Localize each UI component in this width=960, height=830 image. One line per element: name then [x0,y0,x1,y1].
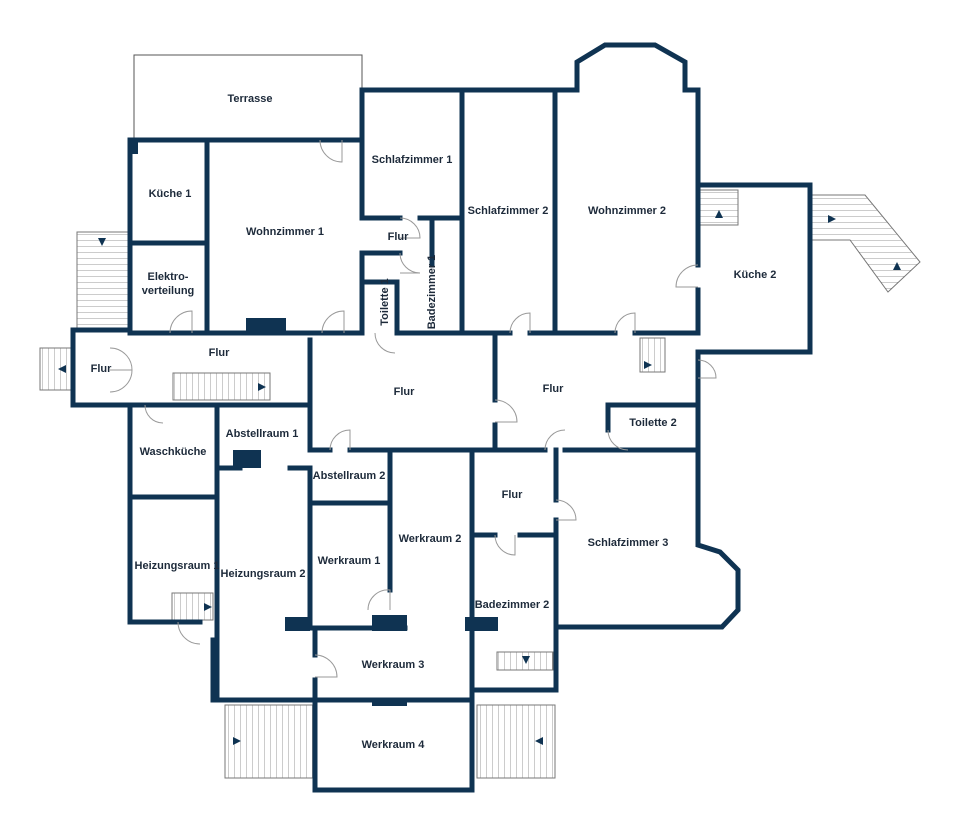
label-flur-top: Flur [388,231,409,243]
label-elektroverteilung-1: Elektro- [148,271,189,283]
label-flur-center: Flur [394,386,415,398]
label-badezimmer-1: Badezimmer 1 [426,255,438,330]
label-werkraum-2: Werkraum 2 [399,533,462,545]
label-heizungsraum-2: Heizungsraum 2 [221,568,306,580]
label-schlafzimmer-1: Schlafzimmer 1 [372,154,453,166]
label-flur-entry: Flur [91,363,112,375]
label-toilette-1: Toilette 1 [379,278,391,325]
label-wohnzimmer-1: Wohnzimmer 1 [246,226,324,238]
stairs [39,189,921,779]
label-badezimmer-2: Badezimmer 2 [475,599,550,611]
label-flur-left: Flur [209,347,230,359]
label-werkraum-4: Werkraum 4 [362,739,426,751]
label-toilette-2: Toilette 2 [629,417,676,429]
room-labels: Terrasse Küche 1 Wohnzimmer 1 Elektro- v… [91,93,777,751]
label-waschkueche: Waschküche [140,446,207,458]
label-werkraum-3: Werkraum 3 [362,659,425,671]
label-schlafzimmer-3: Schlafzimmer 3 [588,537,669,549]
label-abstellraum-1: Abstellraum 1 [226,428,299,440]
label-kueche-2: Küche 2 [734,269,777,281]
label-flur-lower: Flur [502,489,523,501]
stair-arrows [58,210,901,745]
label-kueche-1: Küche 1 [149,188,192,200]
label-terrasse: Terrasse [227,93,272,105]
chimney-blocks [128,140,498,706]
label-heizungsraum-1: Heizungsraum 1 [135,560,220,572]
label-abstellraum-2: Abstellraum 2 [313,470,386,482]
label-schlafzimmer-2: Schlafzimmer 2 [468,205,549,217]
label-elektroverteilung-2: verteilung [142,285,195,297]
doors [109,139,717,678]
label-wohnzimmer-2: Wohnzimmer 2 [588,205,666,217]
label-werkraum-1: Werkraum 1 [318,555,381,567]
walls [70,42,813,793]
label-flur-right: Flur [543,383,564,395]
